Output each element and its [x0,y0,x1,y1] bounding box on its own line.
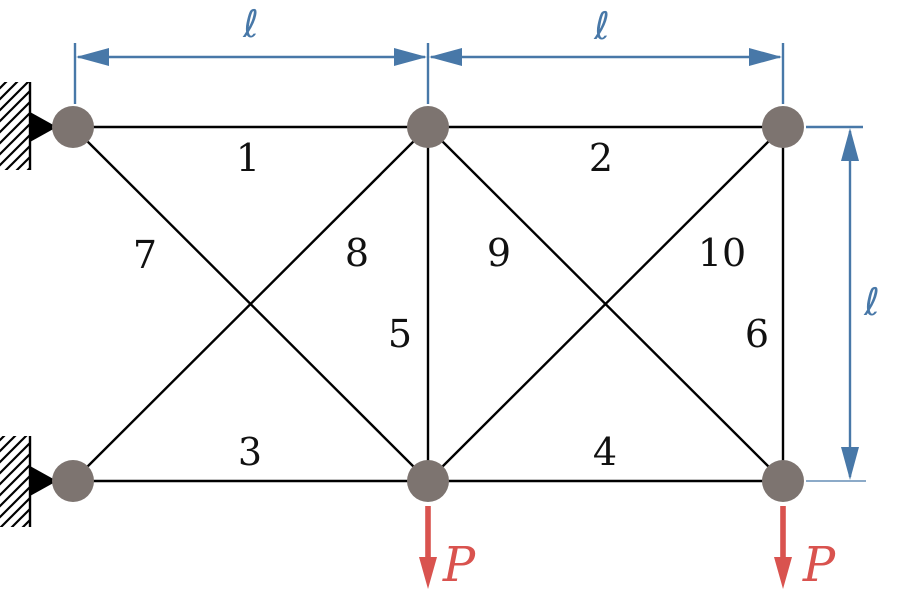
member-5-label: 5 [388,312,412,356]
dim-label-right: ℓ [863,280,880,324]
load-label-right: P [802,537,836,593]
dim-label-top-left: ℓ [242,2,259,46]
truss-members [72,125,785,483]
member-10 [427,126,784,482]
arrowhead-down-icon [774,557,792,589]
node-top-right [762,106,804,148]
load-bottom-right: P [774,506,836,593]
dimension-right: ℓ [806,125,880,482]
member-1-label: 1 [236,136,260,180]
node-bottom-middle [407,460,449,502]
dimension-top-left: ℓ [73,2,430,104]
fixed-support-top [0,82,57,170]
support-triangle-icon [30,112,57,142]
member-10-label: 10 [698,231,746,275]
load-bottom-middle: P [419,506,476,593]
arrowhead-up-icon [841,128,859,161]
arrowhead-down-icon [841,447,859,480]
node-top-middle [407,106,449,148]
arrowhead-right-icon [394,48,427,66]
node-top-left [52,106,94,148]
member-3-label: 3 [238,430,262,474]
dimension-top-right: ℓ [429,4,785,104]
arrowhead-right-icon [749,48,782,66]
fixed-support-bottom [0,436,57,527]
dim-label-top-right: ℓ [593,4,610,48]
node-bottom-left [52,460,94,502]
member-6-label: 6 [745,312,769,356]
member-9-label: 9 [487,231,511,275]
arrowhead-left-icon [76,48,109,66]
member-2-label: 2 [589,136,613,180]
member-7-label: 7 [133,233,157,277]
member-number-labels: 1 2 3 4 5 6 7 8 9 10 [133,136,769,474]
member-8 [72,126,429,482]
node-bottom-right [762,460,804,502]
wall-hatch-icon [0,436,30,527]
member-4-label: 4 [593,430,617,474]
wall-hatch-icon [0,82,30,170]
support-triangle-icon [30,466,57,496]
load-label-middle: P [442,537,476,593]
truss-nodes [52,106,804,502]
arrowhead-left-icon [429,48,462,66]
member-8-label: 8 [345,231,369,275]
arrowhead-down-icon [419,557,437,589]
